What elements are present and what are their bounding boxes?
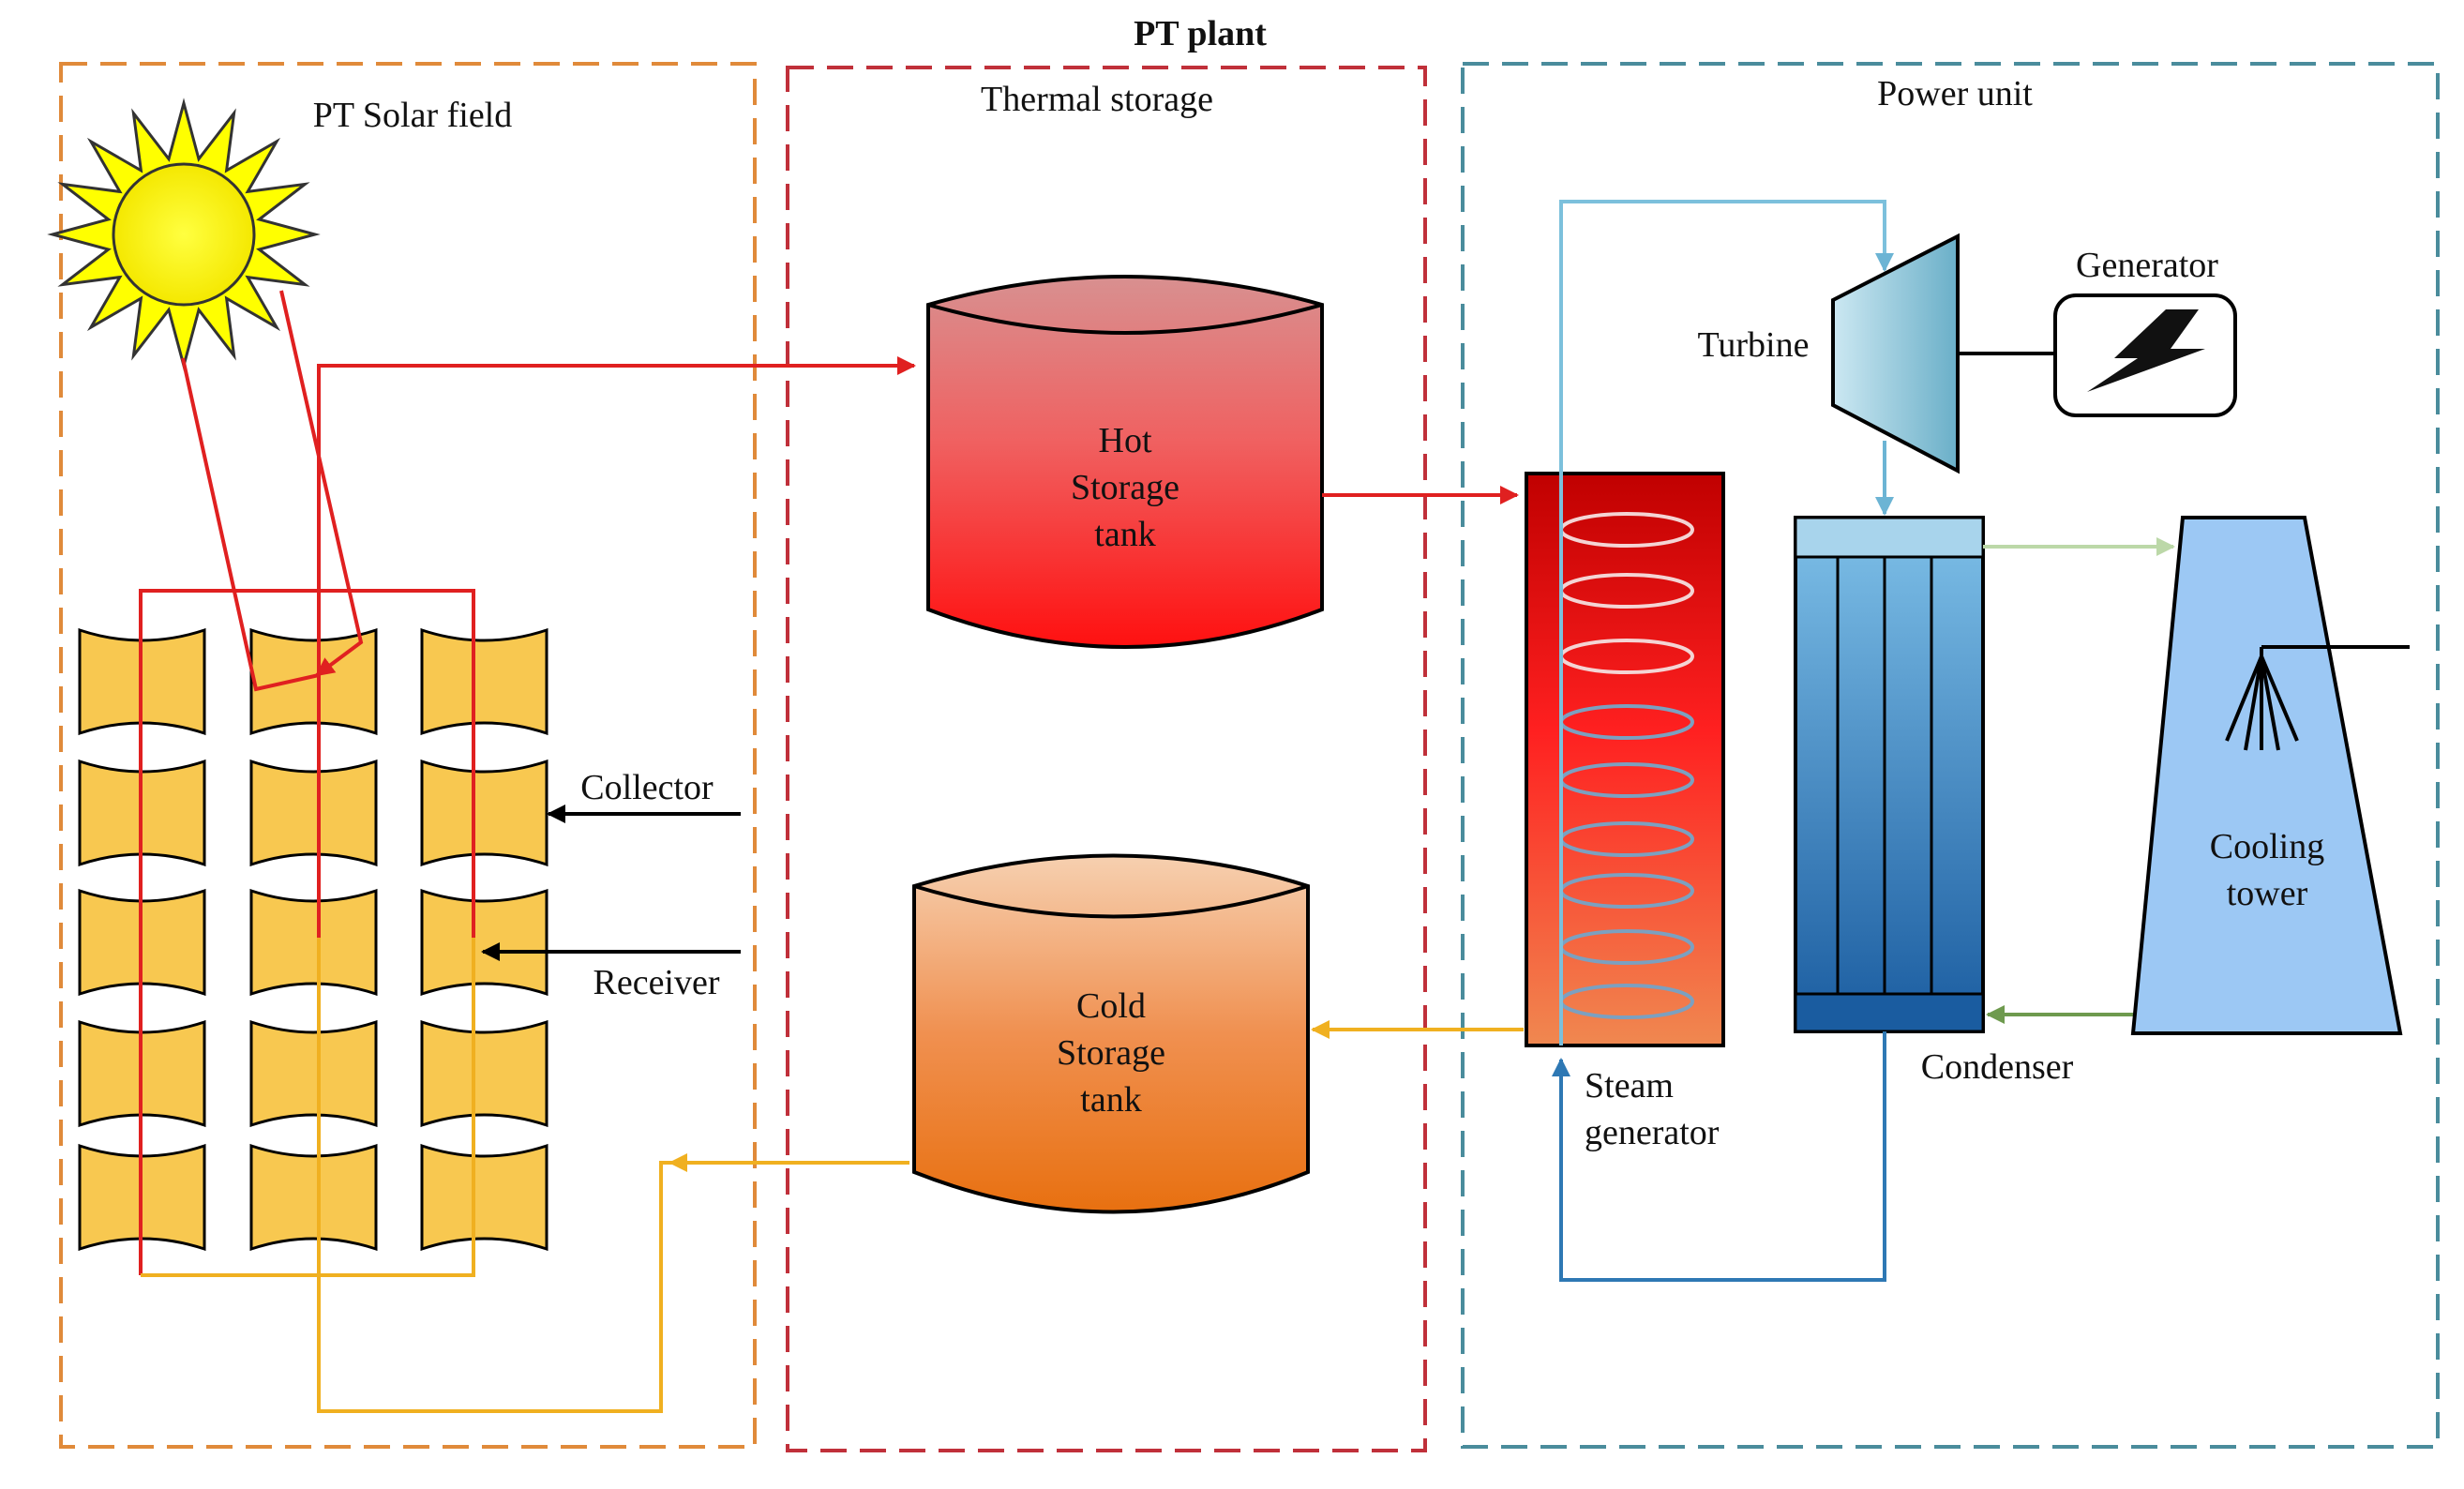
cooling-tower-label-2: tower (2227, 874, 2308, 913)
generator-label: Generator (2076, 246, 2218, 285)
collector-tile (420, 1019, 548, 1128)
collector-label: Collector (580, 768, 714, 807)
sun-icon (47, 98, 321, 371)
cold-header-yellow (141, 938, 475, 1277)
cooling-tower-label-1: Cooling (2210, 827, 2324, 866)
steam-generator (1525, 472, 1725, 1047)
collector-tile (249, 1143, 378, 1252)
thermal-storage-frame (786, 66, 1427, 1452)
cold-tank-label-1: Cold (1076, 986, 1146, 1026)
hot-tank-label-1: Hot (1099, 421, 1152, 460)
lightning-icon (2087, 309, 2205, 392)
solar-ray-path (181, 290, 364, 689)
collector-tile (249, 1019, 378, 1128)
hot-tank-label-2: Storage (1071, 468, 1179, 507)
solar-field-label: PT Solar field (313, 96, 513, 135)
spray-icon (2225, 645, 2410, 751)
power-unit-label: Power unit (1877, 74, 2033, 113)
turbine-label: Turbine (1698, 325, 1810, 365)
collector-tile (420, 1143, 548, 1252)
hot-tank-label-3: tank (1094, 515, 1155, 554)
power-unit-frame (1461, 62, 2440, 1449)
steam-line-to-turbine (1559, 200, 1894, 1045)
cooling-tower (2130, 516, 2403, 1035)
receiver-label: Receiver (593, 963, 719, 1002)
collector-tile (420, 627, 548, 736)
collector-tile (420, 759, 548, 867)
turbine (1831, 233, 1960, 474)
hot-storage-tank (926, 275, 1324, 649)
cold-tank-label-2: Storage (1057, 1033, 1165, 1073)
diagram-title: PT plant (1134, 14, 1267, 53)
hot-header-red (139, 589, 475, 1275)
collector-tile (420, 888, 548, 997)
steam-generator-label-1: Steam (1585, 1066, 1674, 1105)
steam-generator-label-2: generator (1585, 1113, 1720, 1152)
condenser (1794, 516, 1985, 1033)
collector-tile (249, 759, 378, 867)
cold-storage-tank (912, 853, 1310, 1214)
collector-tile (249, 888, 378, 997)
thermal-storage-label: Thermal storage (981, 80, 1213, 119)
solar-field-frame (59, 62, 757, 1449)
condensate-return-line (1552, 1031, 1886, 1282)
hot-header-loop-riser (317, 356, 916, 947)
collector-array (78, 627, 548, 1252)
cold-tank-label-3: tank (1080, 1080, 1141, 1120)
condenser-label: Condenser (1921, 1047, 2074, 1087)
cold-return-line (317, 938, 909, 1413)
